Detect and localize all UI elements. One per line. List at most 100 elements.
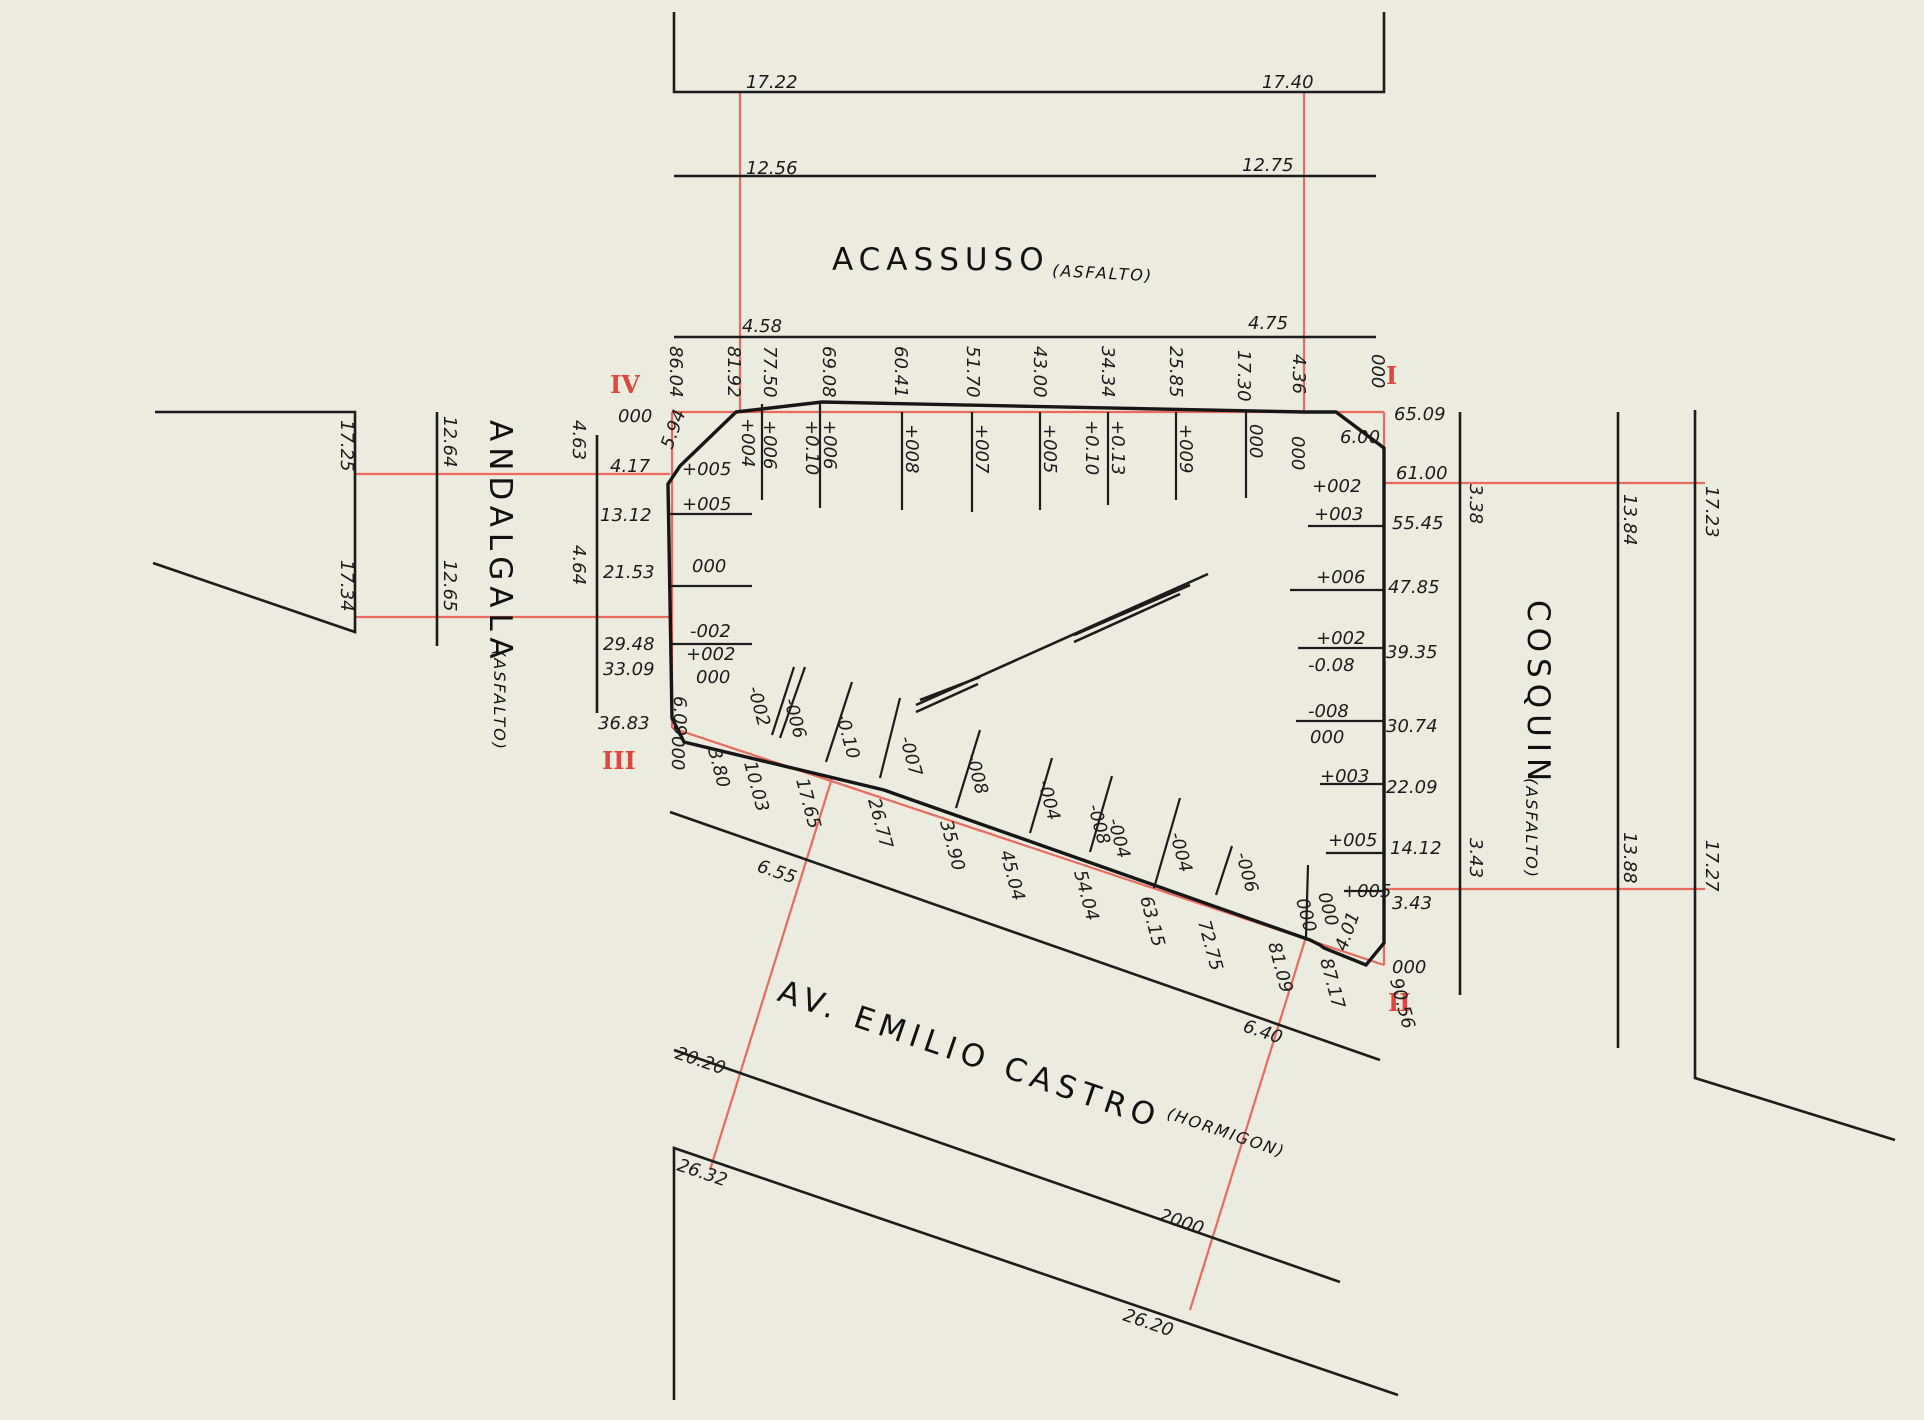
right-chainage: 55.45 [1392,513,1444,534]
right-level: +003 [1314,504,1363,525]
bottom-chainage: 17.65 [791,776,825,831]
bottom-chainage: 45.04 [995,848,1029,903]
top-chainages: 86.04 81.92 77.50 69.08 60.41 51.70 43.0… [665,346,1388,402]
top-level: +006 [759,420,780,469]
top-level: +005 [1039,424,1060,473]
right-chainage: 47.85 [1388,577,1440,598]
bottom-level: -007 [895,734,926,779]
top-chainage: 17.30 [1233,350,1254,402]
bottom-center-right: 2000 [1156,1205,1206,1240]
top-center-left: 12.56 [746,158,798,179]
right-chainages: 65.09 61.00 55.45 47.85 39.35 30.74 22.0… [1331,404,1448,978]
right-level: 000 [1310,727,1344,748]
top-center-right: 12.75 [1242,155,1294,176]
right-far-top: 17.23 [1701,486,1722,538]
top-level: +004 [737,418,758,467]
left-level: 000 [696,667,730,688]
top-chainage: 25.85 [1165,346,1186,398]
corner-ii-label: II [1388,988,1410,1017]
top-chainage: 77.50 [759,346,780,398]
top-level: +008 [901,424,922,473]
right-chainage: 65.09 [1394,404,1446,425]
top-chainage: 000 [1367,354,1388,388]
left-chainage: 29.48 [603,634,655,655]
left-center-bottom: 12.65 [439,560,460,612]
street-name-emilio-castro: AV. EMILIO CASTRO [773,973,1165,1136]
right-chainage: 39.35 [1386,642,1438,663]
left-levels: +005 +005 000 -002 +002 000 [682,459,735,688]
right-level: +003 [1320,766,1369,787]
top-chainage: 86.04 [665,346,686,398]
right-chainage: 14.12 [1390,838,1442,859]
right-near-bottom: 3.43 [1465,838,1486,878]
bottom-center-left: 20.20 [672,1043,728,1079]
bottom-level: -008 [961,752,992,797]
bottom-near-right: 6.40 [1240,1016,1285,1049]
right-level: -0.08 [1308,655,1355,676]
street-name-acassuso: ACASSUSO [832,242,1050,278]
corner-iv-label: IV [610,370,640,399]
left-level: +005 [682,459,731,480]
bottom-chainage: 72.75 [1193,918,1227,973]
left-corner-zero: 000 [667,736,688,770]
right-chainage: 22.09 [1386,777,1438,798]
street-name-andalgala: ANDALGALA [482,420,518,665]
bottom-level: -002 [743,684,774,729]
left-near-bottom: 4.64 [568,545,589,585]
left-corner-cut-bottom: 6.09 [669,696,690,736]
left-chainage: 13.12 [600,505,652,526]
right-corner-cut-top: 6.00 [1340,427,1380,448]
top-level: 000 [1287,436,1308,470]
left-center-top: 12.64 [439,416,460,468]
corner-iii-label: III [602,746,636,775]
bottom-level: -0.10 [831,711,863,761]
left-level: +005 [682,494,731,515]
bottom-chainage: 54.04 [1069,868,1103,923]
bottom-chainage: 26.77 [863,796,897,852]
bottom-level: -006 [779,696,810,741]
right-levels: +002 +003 +006 +002 -0.08 -008 000 +003 … [1308,476,1391,902]
top-chainage: 60.41 [890,346,911,398]
left-chainage: 33.09 [603,659,655,680]
top-chainage: 51.70 [962,346,983,398]
right-far-bottom: 17.27 [1701,840,1722,892]
top-levels: +004 +006 +0.10 +006 +008 +007 +005 +0.1… [737,418,1308,475]
top-level: +0.10 [1081,420,1102,475]
bottom-level: -006 [1231,850,1262,895]
bottom-near-left: 6.55 [754,856,799,889]
top-far-right: 17.40 [1262,72,1314,93]
right-chainage: 61.00 [1396,463,1448,484]
right-level: -008 [1308,701,1349,722]
top-level: 000 [1245,424,1266,458]
bottom-level: -004 [1165,830,1196,875]
left-level: +002 [686,644,735,665]
street-name-cosquin: COSQUIN [1520,600,1556,787]
top-far-left: 17.22 [746,72,798,93]
left-chainage: 000 [618,406,652,427]
left-corner-cut-top: 5.94 [657,407,690,452]
entrance-marks [915,572,1209,714]
right-chainage: 30.74 [1386,716,1438,737]
left-chainage: 21.53 [603,562,655,583]
bottom-levels: -002 -006 -0.10 -007 -008 -004 -008 -004… [743,684,1342,935]
left-near-top: 4.63 [568,420,589,460]
street-surface-acassuso: (ASFALTO) [1052,261,1154,285]
top-chainage: 43.00 [1029,346,1050,398]
top-near-right: 4.75 [1248,313,1288,334]
top-chainage: 81.92 [723,346,744,398]
lot-outline [666,400,1386,968]
left-chainage: 36.83 [598,713,650,734]
left-far-bottom: 17.34 [336,560,357,612]
top-chainage: 4.36 [1288,354,1309,394]
street-surface-emilio-castro: (HORMIGON) [1165,1104,1288,1162]
top-near-left: 4.58 [742,316,782,337]
left-far-top: 17.25 [336,420,357,472]
left-level: 000 [692,556,726,577]
right-center-bottom: 13.88 [1619,832,1640,884]
bottom-chainage: 81.09 [1263,940,1297,995]
left-level: -002 [690,621,731,642]
bottom-level: -004 [1103,816,1134,861]
bottom-chainage: 87.17 [1315,956,1349,1012]
